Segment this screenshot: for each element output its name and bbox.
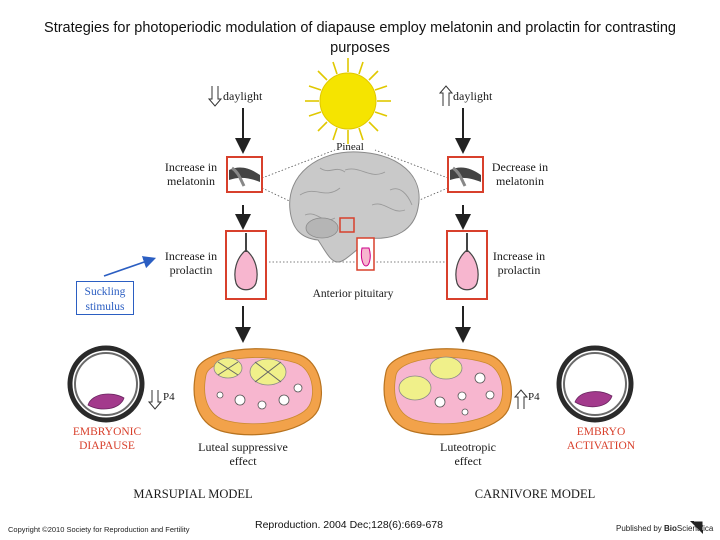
pineal-detail-left bbox=[226, 156, 263, 193]
daylight-down-arrow-icon bbox=[207, 86, 223, 107]
p4-up-arrow-icon bbox=[513, 389, 529, 409]
publisher-credit: Published by BioScientifica bbox=[616, 524, 713, 533]
luteal-suppressive-label: Luteal suppressive effect bbox=[198, 440, 288, 468]
increase-prolactin-left-label: Increase in prolactin bbox=[164, 249, 218, 277]
pineal-label: Pineal bbox=[336, 141, 364, 153]
publisher-bold: Bio bbox=[664, 524, 677, 533]
embryonic-diapause-label: EMBRYONIC DIAPAUSE bbox=[72, 426, 142, 452]
carnivore-model-label: CARNIVORE MODEL bbox=[474, 487, 596, 501]
p4-left-label: P4 bbox=[163, 391, 175, 403]
sun-icon bbox=[305, 58, 391, 144]
embryo-right-illustration bbox=[556, 345, 634, 423]
suckling-stimulus-label: Suckling stimulus bbox=[84, 286, 126, 313]
decrease-melatonin-label: Decrease in melatonin bbox=[491, 160, 549, 188]
copyright-notice: Copyright ©2010 Society for Reproduction… bbox=[8, 525, 190, 534]
increase-melatonin-label: Increase in melatonin bbox=[164, 160, 218, 188]
publisher-suffix: Scientifica bbox=[676, 524, 714, 533]
suckling-stimulus-box: Suckling stimulus bbox=[76, 281, 134, 315]
p4-down-arrow-icon bbox=[147, 390, 163, 410]
marsupial-model-label: MARSUPIAL MODEL bbox=[133, 487, 253, 501]
ovary-left-illustration bbox=[193, 348, 322, 436]
luteotropic-label: Luteotropic effect bbox=[440, 440, 496, 468]
pineal-detail-right bbox=[447, 156, 484, 193]
p4-right-label: P4 bbox=[528, 391, 540, 403]
pituitary-detail-right bbox=[446, 230, 488, 300]
daylight-right-label: daylight bbox=[453, 89, 493, 103]
embryo-activation-label: EMBRYO ACTIVATION bbox=[566, 426, 636, 452]
anterior-pituitary-label: Anterior pituitary bbox=[312, 288, 394, 300]
bioscientifica-logo-icon bbox=[690, 520, 704, 534]
increase-prolactin-right-label: Increase in prolactin bbox=[492, 249, 546, 277]
daylight-left-label: daylight bbox=[223, 89, 263, 103]
brain-illustration bbox=[289, 151, 420, 271]
embryo-left-illustration bbox=[67, 345, 145, 423]
publisher-prefix: Published by bbox=[616, 524, 665, 533]
daylight-up-arrow-icon bbox=[438, 85, 454, 106]
ovary-right-illustration bbox=[383, 348, 512, 436]
slide-title: Strategies for photoperiodic modulation … bbox=[44, 20, 676, 56]
pituitary-detail-left bbox=[225, 230, 267, 300]
citation-text: Reproduction. 2004 Dec;128(6):669-678 bbox=[255, 519, 443, 531]
